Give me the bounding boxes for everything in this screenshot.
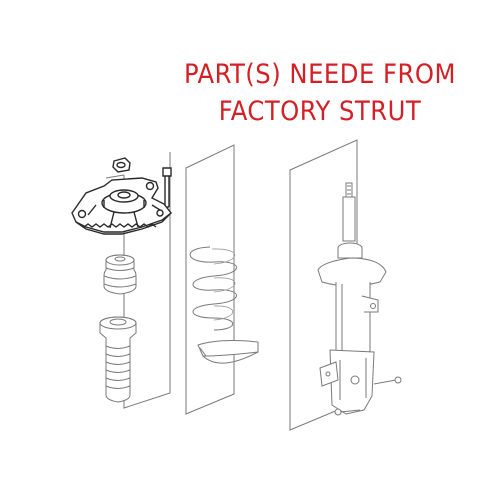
top-mount-bolt: [162, 167, 172, 208]
coil-spring: [189, 246, 237, 331]
spring-isolator: [197, 340, 259, 364]
dust-boot: [99, 316, 137, 403]
headline-line-2: FACTORY STRUT: [218, 96, 422, 127]
stud-hole: [77, 209, 87, 219]
headline: PART(S) NEEDE FROM FACTORY STRUT: [150, 56, 490, 130]
stud-hole: [145, 181, 155, 191]
group-panel-spring: [185, 144, 235, 415]
headline-line-1: PART(S) NEEDE FROM: [184, 59, 456, 90]
top-mount-nut: [112, 157, 131, 173]
bump-stop: [103, 254, 137, 295]
top-mount: [71, 157, 172, 235]
strut-assembly: [317, 182, 402, 416]
